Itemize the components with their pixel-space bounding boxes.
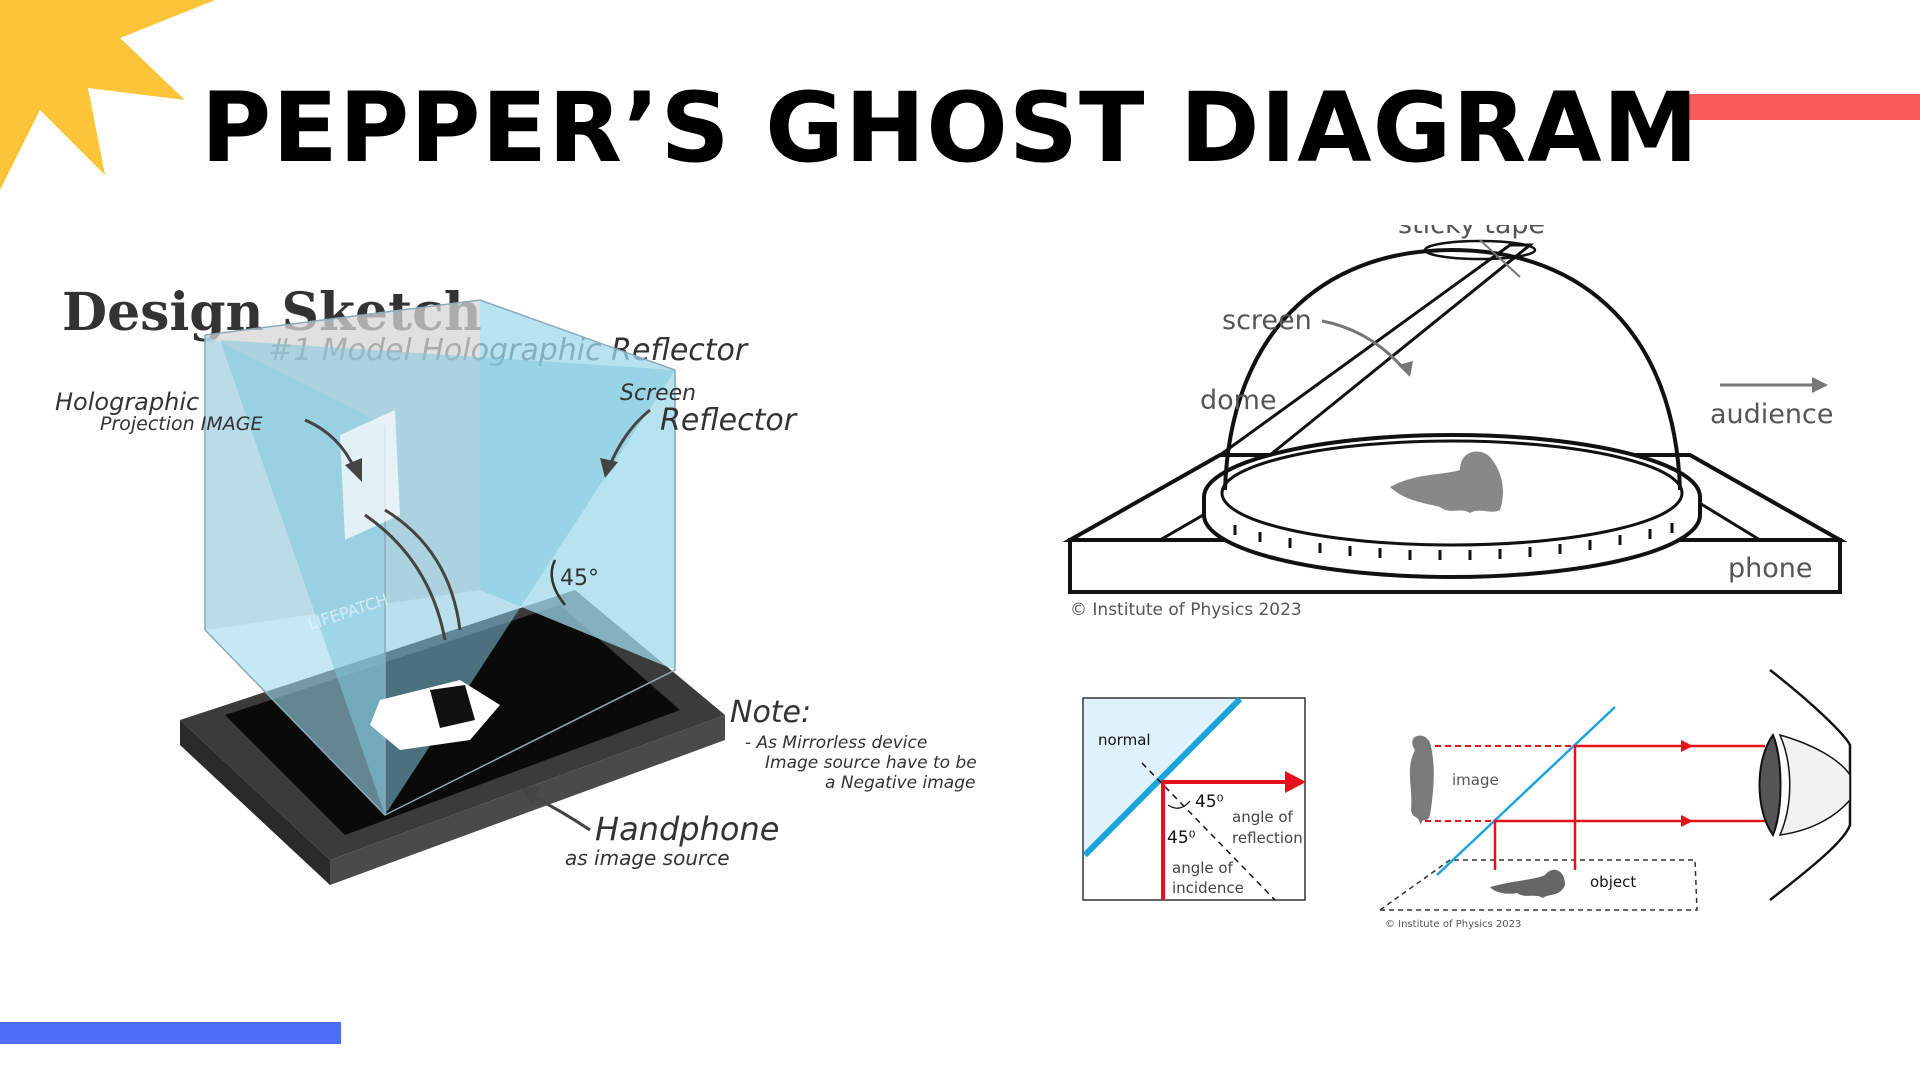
glass-edges: [204, 299, 676, 816]
arrow-screen-head: [600, 458, 618, 478]
dome-teeth: [1233, 523, 1674, 560]
label-screen-1: Screen: [620, 381, 696, 406]
angle-label: 45°: [560, 566, 599, 591]
ghost-shape: [1390, 451, 1503, 513]
image-ghost: [1409, 735, 1434, 825]
label-phone: phone: [1728, 553, 1813, 584]
leader-sticky-tape: [1479, 239, 1521, 278]
arrow-phone: [529, 793, 591, 832]
reflection-label-2: reflection: [1232, 829, 1303, 847]
label-image-2: Projection IMAGE: [100, 413, 262, 435]
incidence-label-1: angle of: [1172, 859, 1234, 877]
label-screen: screen: [1222, 305, 1312, 336]
dome-ring-inner: [1220, 439, 1684, 547]
object-label: object: [1590, 873, 1636, 891]
ray-bottom-head: [1681, 815, 1693, 827]
sunburst-decoration: [0, 0, 215, 190]
leader-screen: [1321, 319, 1407, 371]
reflection-label-1: angle of: [1232, 808, 1294, 826]
ray-top-head-1: [1681, 740, 1693, 752]
dome-copyright: © Institute of Physics 2023: [1070, 600, 1302, 620]
phone-base-side: [330, 715, 725, 885]
object-ghost: [1490, 869, 1565, 898]
design-sketch-figure: Design Sketch #1 Model Holographic Refle…: [55, 282, 977, 885]
ray-top: [1573, 744, 1765, 870]
dome-diagram: sticky tape screen dome audience phone ©…: [1062, 225, 1848, 620]
holographic-image-shape: [340, 410, 400, 540]
label-sticky-tape: sticky tape: [1398, 225, 1545, 240]
incidence-label-2: incidence: [1172, 879, 1244, 897]
phone-plane: [1377, 859, 1698, 911]
incident-ray: [1161, 780, 1295, 900]
normal-line: [1141, 762, 1276, 901]
note-line-3: a Negative image: [825, 773, 975, 793]
reflection-frame: [1082, 697, 1306, 901]
dome-shell: [1223, 247, 1682, 491]
label-audience: audience: [1710, 399, 1833, 430]
angle-top-label: 45⁰: [1195, 792, 1224, 812]
note-line-2: Image source have to be: [765, 753, 977, 773]
reflected-ray-head: [1285, 771, 1306, 793]
phone-base-front: [180, 720, 330, 885]
arrow-phone-head: [520, 787, 540, 805]
eye-lens: [1758, 732, 1782, 838]
phone-label-1: Handphone: [595, 810, 779, 848]
mirror-line: [1082, 696, 1243, 858]
image-label: image: [1452, 771, 1499, 789]
eye-ray-diagram: image object © Institute of Physics 2023: [1377, 669, 1852, 930]
angle-arrow: [550, 559, 566, 606]
red-accent-bar: [1678, 94, 1920, 120]
arrow-screen: [608, 408, 651, 466]
audience-arrow-head: [1812, 377, 1828, 393]
phone-label-2: as image source: [565, 846, 730, 870]
note-title: Note:: [730, 695, 811, 730]
label-screen-2: Reflector: [660, 403, 798, 438]
label-image-1: Holographic: [55, 388, 199, 416]
normal-label: normal: [1098, 731, 1151, 749]
note-line-1: - As Mirrorless device: [745, 733, 927, 753]
angle-bottom-label: 45⁰: [1167, 828, 1196, 848]
eye-copyright: © Institute of Physics 2023: [1385, 919, 1521, 930]
beam-arrows: [364, 508, 462, 641]
label-dome: dome: [1200, 385, 1277, 416]
dome-ring-band: [1202, 497, 1702, 579]
reflector-panel: [220, 340, 675, 815]
screen-sheet: [1219, 243, 1535, 457]
glass-line: [1436, 706, 1616, 876]
leader-screen-head: [1398, 361, 1413, 377]
blue-accent-bar: [0, 1022, 341, 1044]
angle-arc-top: [1167, 800, 1191, 809]
page-title: PEPPER’S GHOST DIAGRAM: [200, 72, 1700, 184]
ray-bottom: [1493, 819, 1765, 870]
arrow-image-head: [345, 458, 362, 482]
sunburst-shape: [0, 0, 215, 190]
reflection-diagram: normal 45⁰ 45⁰ angle of reflection angle…: [1082, 696, 1306, 901]
source-image-core: [430, 685, 475, 728]
eye-shading: [1778, 733, 1851, 836]
